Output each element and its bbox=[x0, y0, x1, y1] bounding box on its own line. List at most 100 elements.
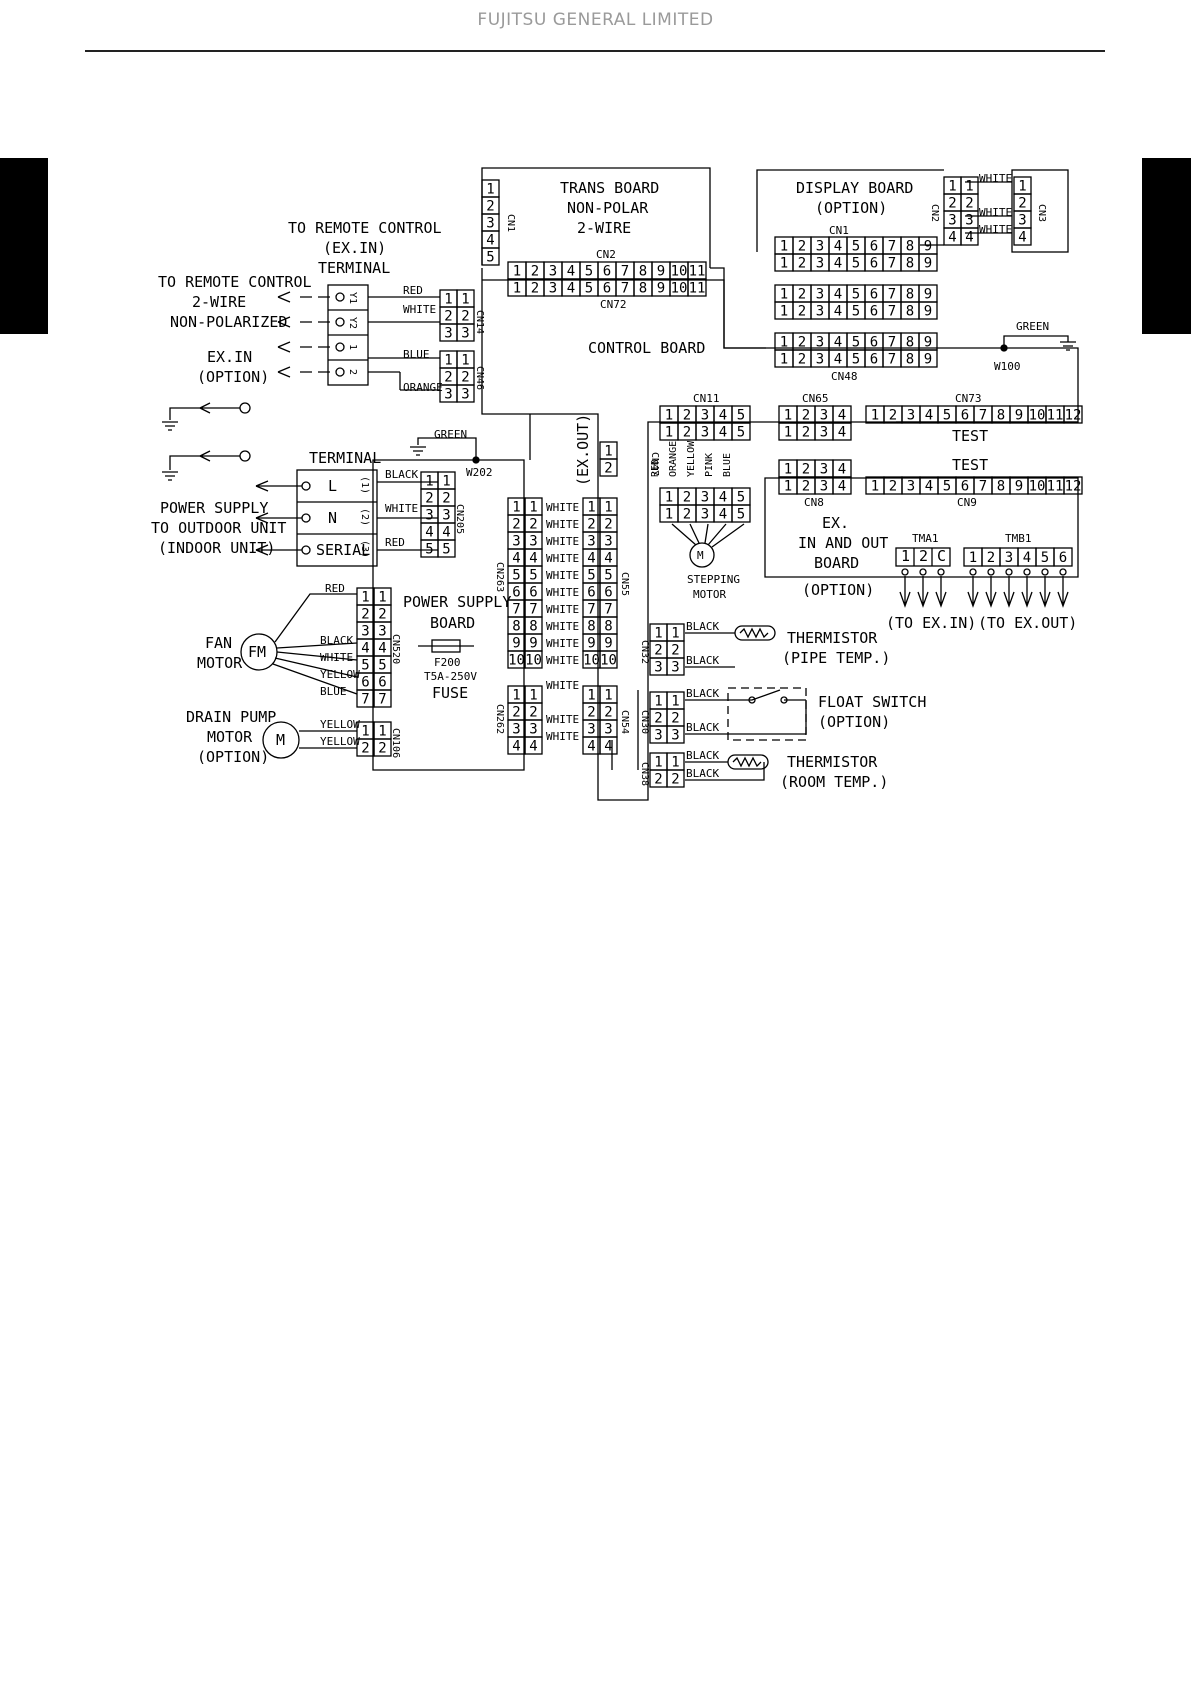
cn11b-pin-4-number: 4 bbox=[719, 425, 727, 441]
mid-a-pin-7-number: 7 bbox=[888, 287, 896, 303]
cn205b-pin-2-number: 2 bbox=[442, 491, 450, 507]
cn32a-pin-3-number: 3 bbox=[654, 660, 662, 676]
cn205b-pin-4-number: 4 bbox=[442, 525, 450, 541]
wire-black-room-1: BLACK bbox=[686, 749, 719, 762]
cn262b-pin-3-number: 3 bbox=[529, 722, 537, 738]
power-supply-label-2: TO OUTDOOR UNIT bbox=[151, 519, 286, 537]
side-tab-right bbox=[1142, 158, 1191, 334]
exio-board-title-2: IN AND OUT bbox=[798, 534, 888, 552]
green-label-w202: GREEN bbox=[434, 428, 467, 441]
tmb1-pin-1-number: 1 bbox=[969, 550, 977, 566]
mid-b-pin-5-number: 5 bbox=[852, 304, 860, 320]
tmb1-label: TMB1 bbox=[1005, 532, 1032, 545]
terminal-arrow-1 bbox=[899, 576, 911, 608]
test-label-2: TEST bbox=[952, 456, 988, 474]
terminal-contact-8 bbox=[1041, 568, 1049, 576]
display-cn2b-pin-1-number: 1 bbox=[965, 179, 973, 195]
cn263b-pin-4-number: 4 bbox=[529, 551, 537, 567]
cn48a-pin-9-number: 9 bbox=[924, 335, 932, 351]
terminal-arrow-6 bbox=[1003, 576, 1015, 608]
cn2-pin-3-number: 3 bbox=[549, 264, 557, 280]
tmb1-pin-6-number: 6 bbox=[1059, 550, 1067, 566]
terminal-contact-2 bbox=[919, 568, 927, 576]
wire-orange-sm: ORANGE bbox=[668, 441, 679, 477]
terminal-pin-y2: Y2 bbox=[347, 317, 358, 329]
wire-white-bus-3: WHITE bbox=[546, 535, 579, 548]
cn106b-pin-1-number: 1 bbox=[378, 724, 386, 740]
cn55a-pin-3-number: 3 bbox=[587, 534, 595, 550]
cn263a-pin-3-number: 3 bbox=[512, 534, 520, 550]
drain-pump-label-2: MOTOR bbox=[207, 728, 253, 746]
terminal-label: TERMINAL bbox=[309, 449, 381, 467]
control-board-title: CONTROL BOARD bbox=[588, 339, 705, 357]
tmb1-pin-3-number: 3 bbox=[1005, 550, 1013, 566]
cn46b-pin-3-cell bbox=[456, 384, 475, 403]
cn263b-pin-2-number: 2 bbox=[529, 517, 537, 533]
cn9-pin-5-number: 5 bbox=[943, 479, 951, 495]
cn55b-pin-5-number: 5 bbox=[604, 568, 612, 584]
mid-a-pin-6-number: 6 bbox=[870, 287, 878, 303]
trans-board-title-1: TRANS BOARD bbox=[560, 179, 659, 197]
cn32b-pin-3-cell bbox=[666, 657, 685, 676]
cn205b-pin-5-cell bbox=[437, 539, 456, 558]
cn263a-pin-4-number: 4 bbox=[512, 551, 520, 567]
cn520b-pin-5-number: 5 bbox=[378, 658, 386, 674]
cn2-pin-2-number: 2 bbox=[531, 264, 539, 280]
cn11b-pin-5-number: 5 bbox=[737, 425, 745, 441]
wire-red-2: RED bbox=[385, 536, 405, 549]
cn8b-pin-4-cell bbox=[832, 476, 852, 495]
wire-white-bus-6: WHITE bbox=[546, 586, 579, 599]
terminal-contact-6 bbox=[1005, 568, 1013, 576]
cn8b-pin-1-number: 1 bbox=[784, 479, 792, 495]
mid-a-pin-5-number: 5 bbox=[852, 287, 860, 303]
cn8b-pin-3-number: 3 bbox=[820, 479, 828, 495]
mid-a-pin-9-number: 9 bbox=[924, 287, 932, 303]
cn73-pin-7-number: 7 bbox=[979, 408, 987, 424]
cn520a-pin-2-number: 2 bbox=[361, 607, 369, 623]
cn55b-pin-3-number: 3 bbox=[604, 534, 612, 550]
wire-black-room-2: BLACK bbox=[686, 767, 719, 780]
cn11a-pin-1-number: 1 bbox=[665, 408, 673, 424]
cn48b-pin-3-number: 3 bbox=[816, 352, 824, 368]
wire-red-1: RED bbox=[403, 284, 423, 297]
cn65a-pin-2-number: 2 bbox=[802, 408, 810, 424]
fuse-rating: T5A-250V bbox=[424, 670, 477, 683]
trans-board-title-3: 2-WIRE bbox=[577, 219, 631, 237]
display-cn1-pin-5-number: 5 bbox=[852, 239, 860, 255]
wire-orange-1: ORANGE bbox=[403, 381, 443, 394]
wire-white-bus-4: WHITE bbox=[546, 552, 579, 565]
cn46a-pin-3-number: 3 bbox=[444, 387, 452, 403]
step-b-pin-2-number: 2 bbox=[683, 507, 691, 523]
wire-white-bus-8: WHITE bbox=[546, 620, 579, 633]
cn65a-pin-1-number: 1 bbox=[784, 408, 792, 424]
trans-cn1-pin-1-number: 1 bbox=[486, 182, 494, 198]
display-cn1b-pin-9-number: 9 bbox=[924, 256, 932, 272]
tmb1-pin-6-cell bbox=[1053, 547, 1073, 567]
cn46b-pin-2-number: 2 bbox=[461, 370, 469, 386]
cn263-label: CN263 bbox=[494, 562, 505, 592]
cn2-label: CN2 bbox=[596, 248, 616, 261]
step-b-pin-3-number: 3 bbox=[701, 507, 709, 523]
cn9-pin-2-number: 2 bbox=[889, 479, 897, 495]
cn55a-pin-2-number: 2 bbox=[587, 517, 595, 533]
cn54b-pin-1-number: 1 bbox=[604, 688, 612, 704]
terminal-pin-1: 1 bbox=[347, 344, 358, 350]
cn9-pin-12-number: 12 bbox=[1065, 479, 1082, 495]
wire-white-bus-5: WHITE bbox=[546, 569, 579, 582]
terminal-contact-3 bbox=[937, 568, 945, 576]
wire-pink-sm: PINK bbox=[704, 453, 715, 477]
cn263b-pin-6-number: 6 bbox=[529, 585, 537, 601]
cn106b-pin-2-cell bbox=[373, 738, 392, 757]
display-cn1-pin-8-number: 8 bbox=[906, 239, 914, 255]
mid-b-pin-9-cell bbox=[918, 301, 938, 320]
wire-white-bus-9: WHITE bbox=[546, 637, 579, 650]
display-cn2b-pin-4-number: 4 bbox=[965, 230, 973, 246]
terminal-arrow-7 bbox=[1021, 576, 1033, 608]
cn48b-pin-7-number: 7 bbox=[888, 352, 896, 368]
cn14b-pin-3-cell bbox=[456, 323, 475, 342]
mid-b-pin-3-number: 3 bbox=[816, 304, 824, 320]
cn55b-pin-10-number: 10 bbox=[600, 653, 617, 669]
cn263b-pin-7-number: 7 bbox=[529, 602, 537, 618]
ex-out-label: (EX.OUT) bbox=[574, 414, 592, 486]
